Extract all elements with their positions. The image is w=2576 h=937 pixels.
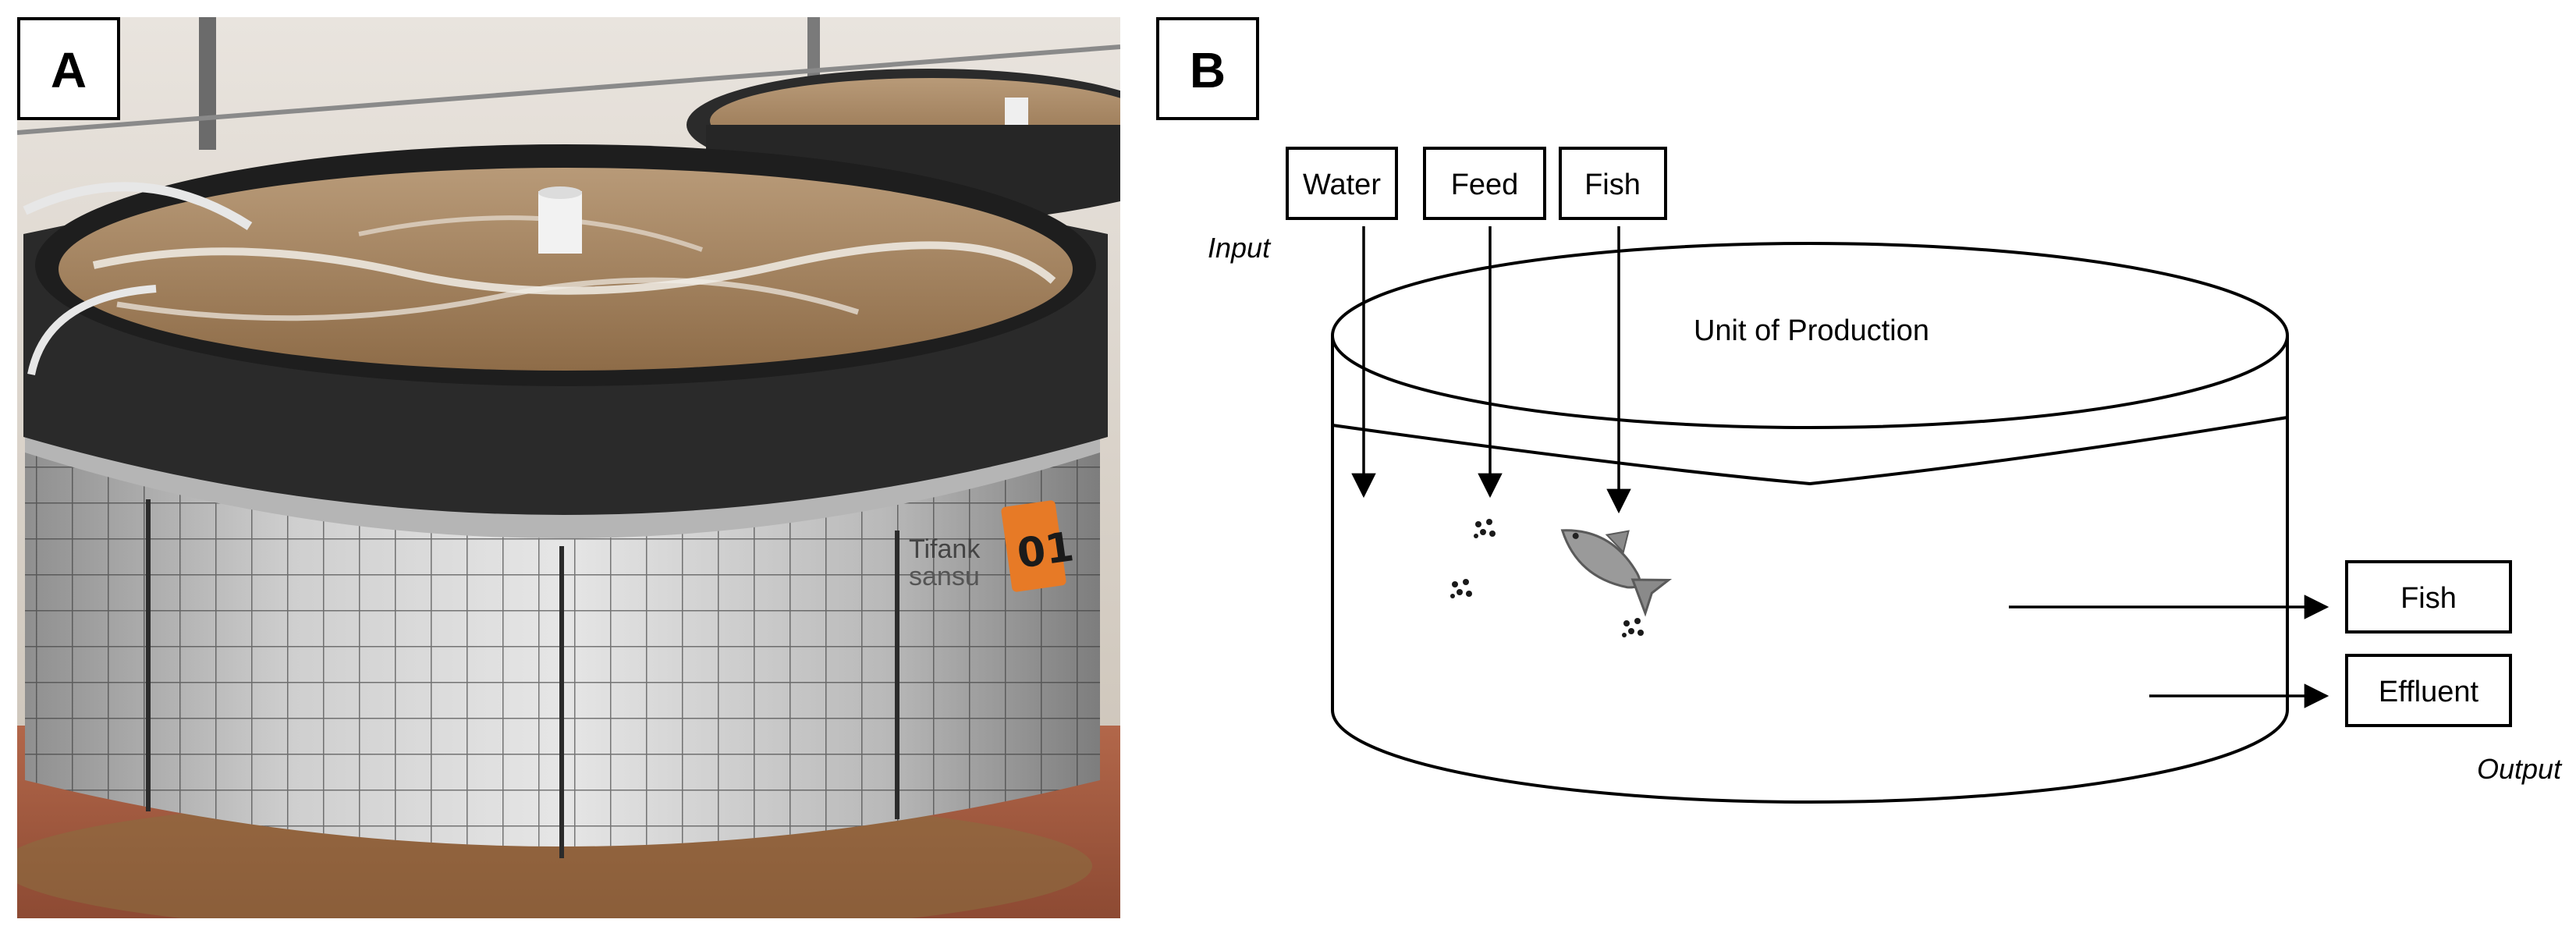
input-box-feed: Feed <box>1423 147 1546 220</box>
tank-number-label: 01 <box>1014 524 1077 577</box>
input-label: Input <box>1208 232 1272 264</box>
panel-a-letter: A <box>51 42 87 98</box>
unit-of-production-label: Unit of Production <box>1694 314 1929 347</box>
production-unit-tank <box>1331 242 2289 804</box>
panel-a-photo: Tifank sansu 01 <box>17 17 1120 918</box>
inlet-hose <box>27 285 157 375</box>
feed-pellets <box>1450 519 1644 637</box>
input-water-label: Water <box>1303 169 1381 201</box>
output-label: Output <box>2477 753 2563 785</box>
tank-water-line <box>1332 416 2288 486</box>
tank-sub-brand-label: sansu <box>909 562 980 591</box>
input-box-fish: Fish <box>1559 147 1667 220</box>
standpipe <box>538 191 582 254</box>
panel-b-letter: B <box>1190 42 1226 98</box>
output-effluent-label: Effluent <box>2379 676 2479 708</box>
panel-b-diagram: B Input Water Feed Fish Unit of Producti… <box>1156 17 2563 804</box>
panel-b-label: B <box>1156 17 1259 120</box>
output-fish-label: Fish <box>2400 582 2457 615</box>
input-box-water: Water <box>1286 147 1398 220</box>
output-box-effluent: Effluent <box>2345 654 2512 727</box>
output-box-fish: Fish <box>2345 560 2512 634</box>
tank-bottom-arc <box>1331 709 2289 804</box>
panel-a-label: A <box>17 17 120 120</box>
tank-number-tag: 01 <box>1001 500 1077 592</box>
inlet-hose <box>23 182 253 231</box>
main-tank: Tifank sansu 01 <box>23 144 1108 858</box>
greenhouse-post <box>199 17 216 150</box>
greenhouse-pipe <box>17 44 1120 135</box>
input-feed-label: Feed <box>1451 169 1519 201</box>
tank-brand-label: Tifank <box>909 534 981 564</box>
input-fish-label: Fish <box>1584 169 1641 201</box>
fish-icon <box>1560 529 1673 617</box>
